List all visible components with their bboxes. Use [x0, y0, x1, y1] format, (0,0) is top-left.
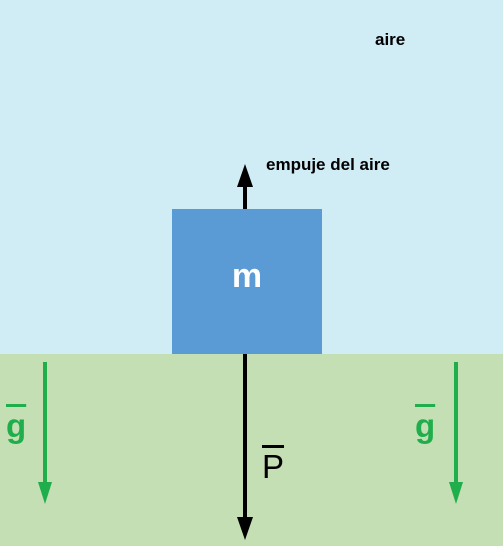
mass-label: m [231, 257, 263, 295]
buoyancy-label: empuje del aire [266, 155, 390, 174]
gravity-vector-label-right: g [415, 407, 436, 444]
gravity-arrow-right [449, 362, 463, 504]
ground-region [0, 354, 503, 546]
mass-block [172, 209, 322, 354]
gravity-vector-label-left: g [6, 407, 27, 444]
air-label: aire [375, 30, 406, 49]
weight-arrow [237, 354, 253, 540]
gravity-arrow-left [38, 362, 52, 504]
buoyancy-arrow [237, 164, 253, 209]
weight-vector-label: P [262, 448, 285, 485]
